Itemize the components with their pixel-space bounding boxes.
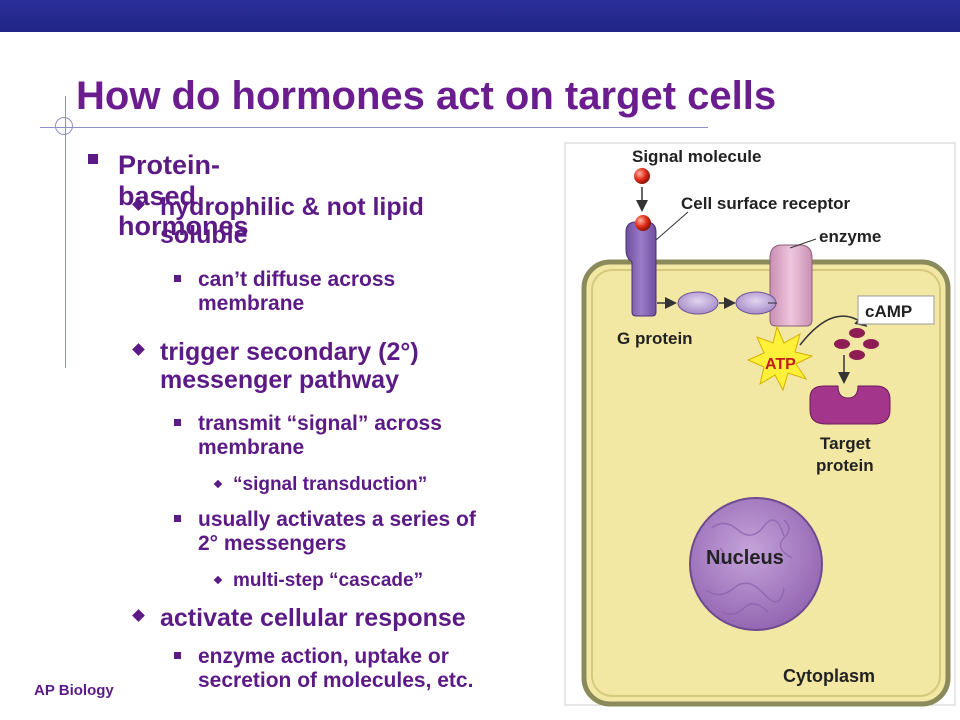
square-bullet-icon xyxy=(174,419,181,426)
enzyme-icon xyxy=(769,244,813,327)
cell xyxy=(581,259,951,707)
camp-molecule-icon xyxy=(849,350,865,360)
label-signal-molecule: Signal molecule xyxy=(632,147,761,166)
bullet-multi-step-cascade: multi-step “cascade” xyxy=(213,570,553,591)
camp-molecule-icon xyxy=(849,328,865,338)
signal-molecule-icon xyxy=(634,168,650,184)
chromatin-texture xyxy=(705,519,793,615)
decorative-horizontal-line xyxy=(40,127,708,128)
decorative-vertical-line xyxy=(65,96,66,368)
bullet-hydrophilic: hydrophilic & not lipid soluble xyxy=(132,193,550,250)
crosshair-icon xyxy=(55,117,73,135)
square-bullet-icon xyxy=(174,515,181,522)
label-cell-surface-receptor: Cell surface receptor xyxy=(681,194,851,213)
bullet-cant-diffuse: can’t diffuse across membrane xyxy=(174,268,558,315)
target-protein-icon xyxy=(809,385,891,425)
label-target-protein-line2: protein xyxy=(816,456,874,475)
camp-molecule-icon xyxy=(834,339,850,349)
slide-title: How do hormones act on target cells xyxy=(76,74,777,118)
bullet-transmit-signal: transmit “signal” across membrane xyxy=(174,412,558,459)
square-bullet-icon xyxy=(88,154,98,164)
label-camp: cAMP xyxy=(865,302,912,321)
enzyme-label-line xyxy=(789,238,817,249)
cell-membrane-inner xyxy=(591,269,941,697)
g-protein-icon xyxy=(677,291,719,315)
label-nucleus: Nucleus xyxy=(706,547,784,569)
camp-label-box xyxy=(857,295,935,325)
label-g-protein: G protein xyxy=(617,329,693,348)
label-cytoplasm: Cytoplasm xyxy=(783,666,875,686)
bullet-trigger-secondary: trigger secondary (2°) messenger pathway xyxy=(132,338,550,395)
label-atp: ATP xyxy=(765,356,796,373)
bullet-protein-based-hormones: Protein-based hormones xyxy=(88,150,249,242)
bullet-signal-transduction: “signal transduction” xyxy=(213,474,553,495)
label-target-protein-line1: Target xyxy=(820,434,871,453)
top-bar xyxy=(0,0,960,32)
footer-label: AP Biology xyxy=(34,682,114,699)
bound-signal-molecule-icon xyxy=(635,215,651,231)
bullet-activate-cellular-response: activate cellular response xyxy=(132,604,550,632)
label-enzyme: enzyme xyxy=(819,227,881,246)
atp-burst-icon xyxy=(746,325,814,392)
bullet-usually-activates: usually activates a series of 2° messeng… xyxy=(174,508,558,555)
camp-molecule-icon xyxy=(863,339,879,349)
square-bullet-icon xyxy=(174,652,181,659)
square-bullet-icon xyxy=(174,275,181,282)
receptor-label-line xyxy=(655,211,689,241)
bullet-enzyme-action: enzyme action, uptake or secretion of mo… xyxy=(174,645,558,692)
